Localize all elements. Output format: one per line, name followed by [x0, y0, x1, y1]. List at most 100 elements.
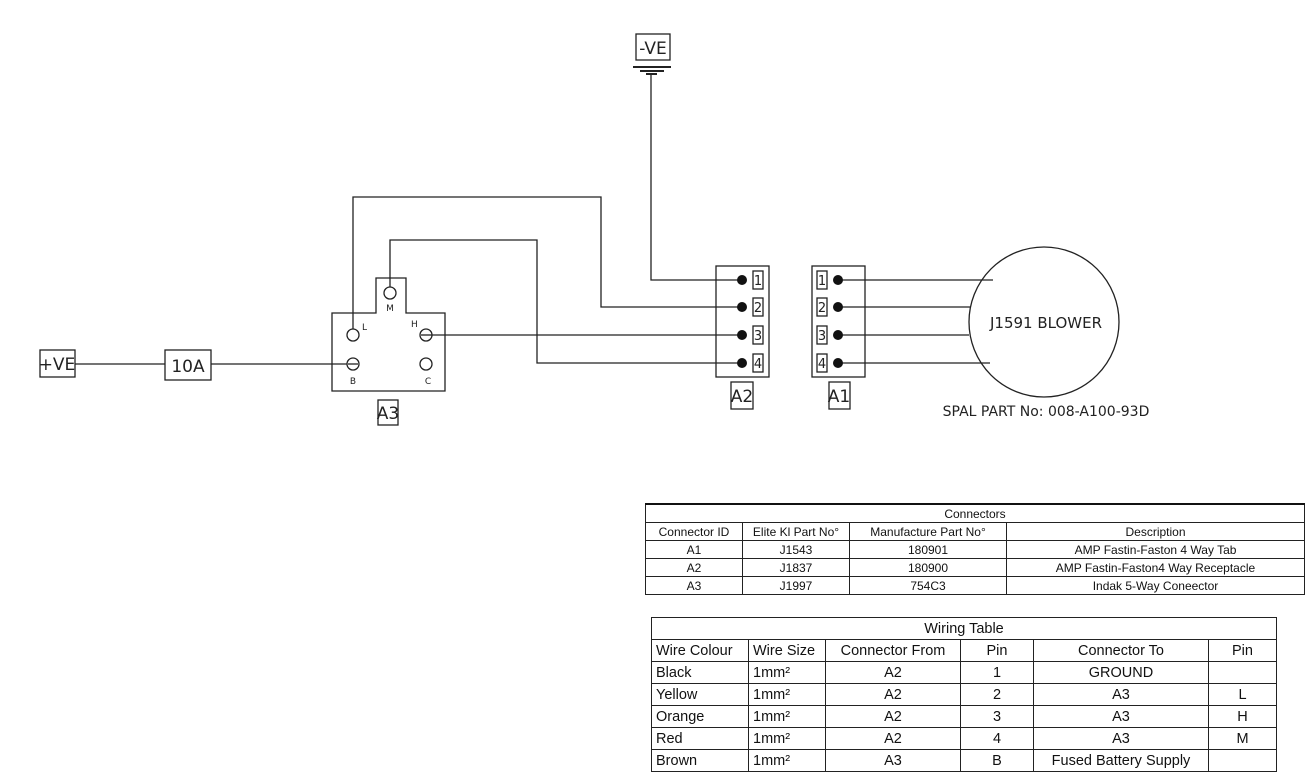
wiring-table: Wiring Table Wire Colour Wire Size Conne… [651, 617, 1277, 772]
switch-pin-m [383, 286, 397, 300]
column-header: Manufacture Part No° [849, 522, 1007, 541]
table-cell: 180900 [849, 558, 1007, 577]
table-row: Orange 1mm² A2 3 A3 H [651, 705, 1277, 728]
table-cell: 1mm² [748, 705, 826, 728]
table-cell: A2 [825, 683, 961, 706]
table-cell: H [1208, 705, 1277, 728]
table-row: Brown 1mm² A3 B Fused Battery Supply [651, 749, 1277, 772]
table-cell: 1mm² [748, 683, 826, 706]
negative-terminal-box [635, 33, 671, 61]
switch-pin-c-label: C [425, 377, 431, 387]
table-cell: J1543 [742, 540, 850, 559]
table-cell: L [1208, 683, 1277, 706]
table-cell: Black [651, 661, 749, 684]
table-cell: A3 [1033, 705, 1209, 728]
table-cell: M [1208, 727, 1277, 750]
connector-a2-body [715, 265, 770, 378]
table-cell: A3 [1033, 683, 1209, 706]
positive-terminal-label: +VE [39, 355, 76, 375]
table-cell: Fused Battery Supply [1033, 749, 1209, 772]
table-cell: A3 [1033, 727, 1209, 750]
column-header: Wire Size [748, 639, 826, 662]
table-cell: Red [651, 727, 749, 750]
table-cell: A2 [825, 705, 961, 728]
table-row: A2 J1837 180900 AMP Fastin-Faston4 Way R… [645, 558, 1305, 577]
table-cell: 180901 [849, 540, 1007, 559]
table-cell: J1837 [742, 558, 850, 577]
column-header: Connector From [825, 639, 961, 662]
column-header: Pin [1208, 639, 1277, 662]
table-cell: AMP Fastin-Faston4 Way Receptacle [1006, 558, 1305, 577]
wiring-table-title: Wiring Table [651, 617, 1277, 640]
switch-pin-b-label: B [350, 377, 356, 387]
table-cell: 1 [960, 661, 1034, 684]
column-header: Connector To [1033, 639, 1209, 662]
table-row: A1 J1543 180901 AMP Fastin-Faston 4 Way … [645, 540, 1305, 559]
table-cell: A2 [645, 558, 743, 577]
column-header: Description [1006, 522, 1305, 541]
table-cell [1208, 749, 1277, 772]
table-cell [1208, 661, 1277, 684]
wire-black [650, 75, 742, 281]
connector-a2-pin-label: 4 [754, 357, 762, 372]
table-row: A3 J1997 754C3 Indak 5-Way Coneector [645, 576, 1305, 595]
switch-a3-label: A3 [377, 404, 399, 424]
table-cell: Brown [651, 749, 749, 772]
connectors-table-title: Connectors [645, 503, 1305, 523]
switch-a3-body [331, 277, 446, 392]
blower-motor [968, 246, 1120, 398]
negative-terminal-label: -VE [639, 39, 667, 59]
table-cell: 4 [960, 727, 1034, 750]
column-header: Wire Colour [651, 639, 749, 662]
switch-pin-h-label: H [411, 320, 418, 330]
connector-a1-pin-label: 4 [818, 357, 826, 372]
table-cell: 1mm² [748, 749, 826, 772]
table-cell: J1997 [742, 576, 850, 595]
table-row: Yellow 1mm² A2 2 A3 L [651, 683, 1277, 706]
switch-pin-l-label: L [362, 323, 367, 333]
table-cell: A1 [645, 540, 743, 559]
table-cell: A3 [645, 576, 743, 595]
table-cell: Indak 5-Way Coneector [1006, 576, 1305, 595]
table-cell: A2 [825, 727, 961, 750]
wire-yellow [352, 196, 742, 329]
table-cell: 1mm² [748, 661, 826, 684]
table-row: Black 1mm² A2 1 GROUND [651, 661, 1277, 684]
connector-a1-pin-label: 1 [818, 274, 826, 289]
connector-a1-label-box [828, 381, 851, 410]
table-cell: A3 [825, 749, 961, 772]
column-header: Connector ID [645, 522, 743, 541]
table-cell: 754C3 [849, 576, 1007, 595]
table-cell: B [960, 749, 1034, 772]
wire-red [389, 239, 742, 364]
connector-a2-label-box [730, 381, 754, 410]
column-header: Pin [960, 639, 1034, 662]
fuse-box [164, 349, 212, 381]
table-cell: 1mm² [748, 727, 826, 750]
switch-pin-m-label: M [386, 304, 394, 314]
connectors-table: Connectors Connector ID Elite Kl Part No… [645, 503, 1305, 595]
connectors-table-header: Connector ID Elite Kl Part No° Manufactu… [645, 522, 1305, 541]
connector-a1-label: A1 [828, 387, 850, 407]
connector-a1-pin-label: 3 [818, 329, 826, 344]
blower-label: J1591 BLOWER [989, 314, 1102, 332]
switch-pin-l [346, 328, 360, 342]
fuse-label: 10A [171, 357, 205, 377]
column-header: Elite Kl Part No° [742, 522, 850, 541]
table-cell: AMP Fastin-Faston 4 Way Tab [1006, 540, 1305, 559]
connector-a1-pin-label: 2 [818, 301, 826, 316]
wiring-table-header: Wire Colour Wire Size Connector From Pin… [651, 639, 1277, 662]
switch-a3-label-box [377, 399, 399, 426]
connector-a2-pin-label: 2 [754, 301, 762, 316]
switch-pin-c [419, 357, 433, 371]
table-cell: 3 [960, 705, 1034, 728]
table-cell: 2 [960, 683, 1034, 706]
connector-a2-pin-label: 1 [754, 274, 762, 289]
blower-part-number: SPAL PART No: 008-A100-93D [943, 404, 1150, 420]
table-cell: A2 [825, 661, 961, 684]
table-row: Red 1mm² A2 4 A3 M [651, 727, 1277, 750]
connector-a2-pin-label: 3 [754, 329, 762, 344]
table-cell: Yellow [651, 683, 749, 706]
connector-a2-label: A2 [731, 387, 753, 407]
